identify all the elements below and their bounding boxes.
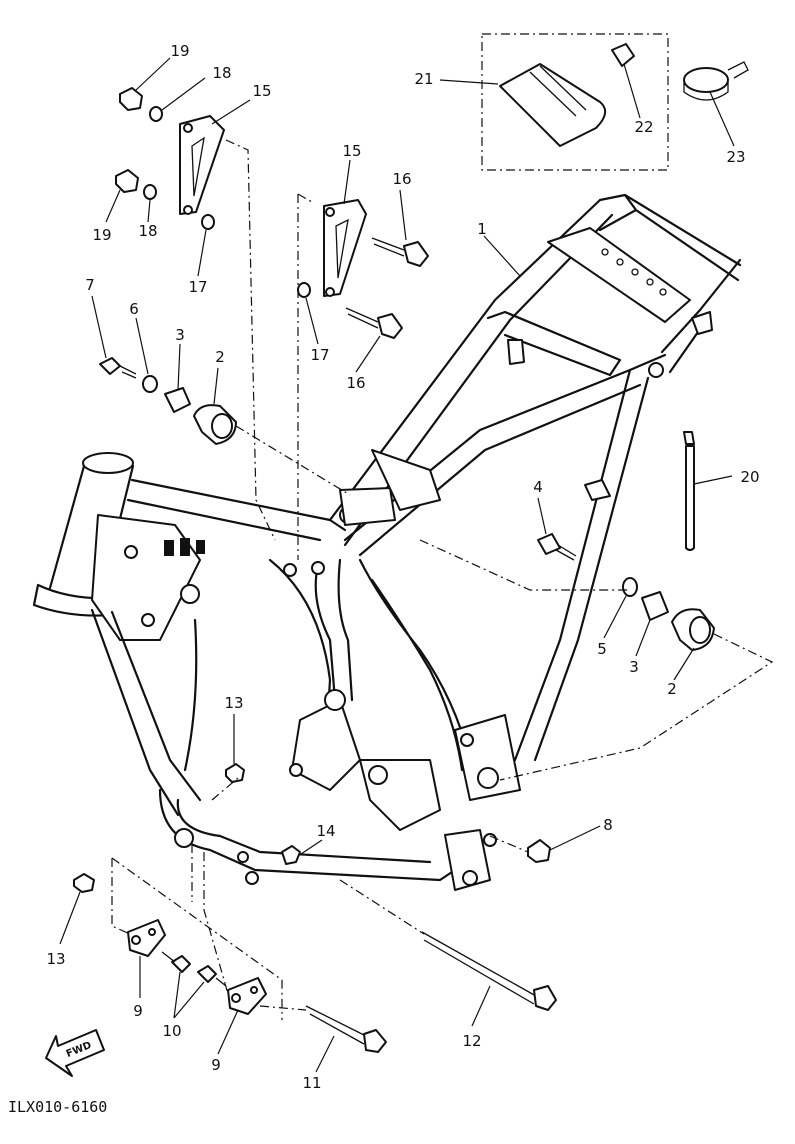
callout-1: 1: [477, 220, 487, 238]
bolt-10b: [197, 965, 217, 983]
callout-6: 6: [129, 300, 139, 318]
rear-cross-member: [547, 227, 691, 323]
bracket-15-right: [323, 199, 367, 297]
callout-19-upper: 19: [170, 42, 189, 60]
nut-13-lower: [73, 873, 95, 893]
callout-3-right: 3: [629, 658, 639, 676]
nut-8: [527, 839, 551, 863]
callout-18-upper: 18: [212, 64, 231, 82]
callout-20: 20: [740, 468, 759, 486]
kit-box-21: [481, 33, 669, 171]
callout-17-left: 17: [188, 278, 207, 296]
frame-assembly: [32, 193, 742, 891]
bolt-10a: [171, 955, 191, 973]
diagram-code: ILX010-6160: [8, 1098, 107, 1116]
washer-6: [142, 375, 158, 393]
callout-4: 4: [533, 478, 543, 496]
cap-23: [683, 67, 729, 93]
callout-18-lower: 18: [138, 222, 157, 240]
callout-16-upper: 16: [392, 170, 411, 188]
plug-22: [611, 43, 635, 67]
callout-21: 21: [414, 70, 433, 88]
bolt-14: [281, 845, 301, 865]
right-main-spar: [343, 353, 667, 557]
callout-labels: 19 18 15 19 18 17 15 16 17 16 7 6 3 2 1 …: [46, 42, 759, 1092]
bolt-12-shank: [421, 931, 537, 1005]
callout-2-right: 2: [667, 680, 677, 698]
pouch-21: [499, 63, 607, 147]
callout-2-left: 2: [215, 348, 225, 366]
callout-17-right: 17: [310, 346, 329, 364]
nut-13-upper: [225, 763, 245, 783]
callout-5: 5: [597, 640, 607, 658]
callout-13-upper: 13: [224, 694, 243, 712]
bolt-7: [99, 357, 121, 375]
assembly-lines: [111, 139, 774, 1020]
callout-19-lower: 19: [92, 226, 111, 244]
fwd-arrow-icon: FWD: [45, 1029, 105, 1077]
washer-18-upper: [149, 106, 163, 122]
plate-9-left: [127, 919, 166, 957]
callout-9-right: 9: [211, 1056, 221, 1074]
down-tube: [90, 608, 202, 817]
callout-3-left: 3: [175, 326, 185, 344]
washer-18-lower: [143, 184, 157, 200]
callout-9-left: 9: [133, 1002, 143, 1020]
callout-15-right: 15: [342, 142, 361, 160]
bolt-12-head: [533, 985, 557, 1011]
bolt-11-shank: [305, 1005, 367, 1045]
bolt-11-head: [363, 1029, 387, 1053]
leader-lines: [59, 57, 735, 1073]
bolt-16-lower: [377, 313, 403, 339]
collar-3-left: [164, 387, 191, 413]
callout-15-left: 15: [252, 82, 271, 100]
cable-tie-20: [683, 431, 695, 551]
rear-down-tube: [513, 368, 650, 762]
right-mount-hardware: [622, 577, 715, 651]
washer-17-left: [201, 214, 215, 230]
seat-rail: [598, 193, 742, 282]
washer-5: [622, 577, 638, 597]
nut-19-lower: [115, 169, 139, 193]
callout-22: 22: [634, 118, 653, 136]
washer-17-right: [297, 282, 311, 298]
collar-3-right: [641, 591, 669, 621]
callout-16-lower: 16: [346, 374, 365, 392]
callout-7: 7: [85, 276, 95, 294]
bracket-15-left: [179, 115, 225, 215]
callout-14: 14: [316, 822, 335, 840]
bolt-16-upper: [403, 241, 429, 267]
left-mount-hardware: [99, 357, 237, 445]
callout-13-lower: 13: [46, 950, 65, 968]
nut-19-upper: [119, 87, 143, 111]
bolt-4: [537, 533, 561, 555]
callout-12: 12: [462, 1032, 481, 1050]
callout-11: 11: [302, 1074, 321, 1092]
callout-8: 8: [603, 816, 613, 834]
callout-10: 10: [162, 1022, 181, 1040]
callout-23: 23: [726, 148, 745, 166]
